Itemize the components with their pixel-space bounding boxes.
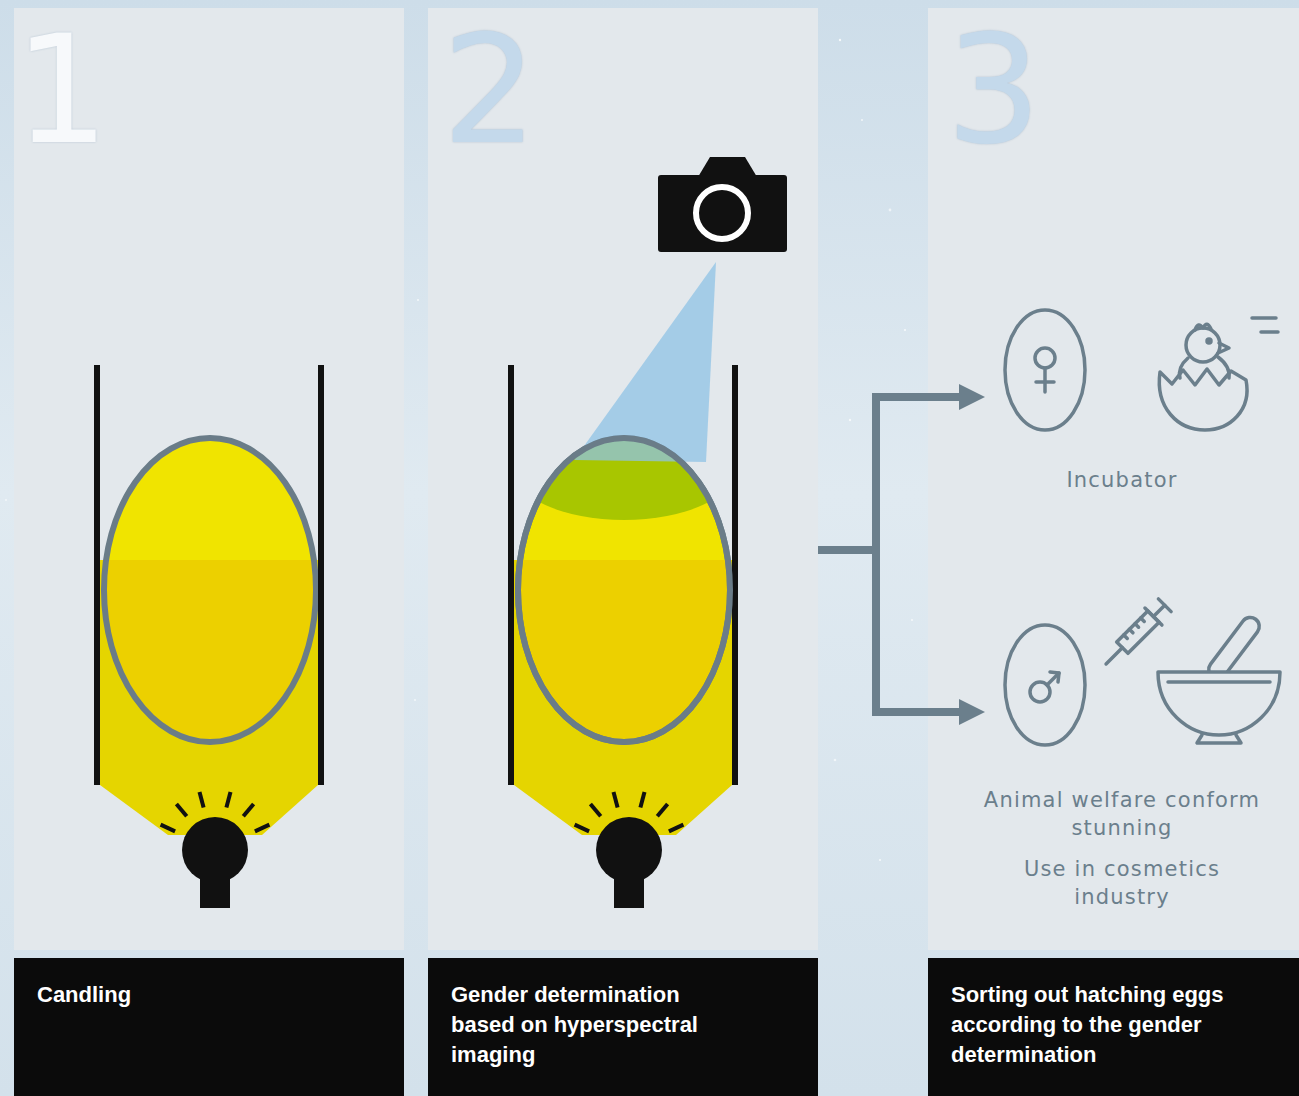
- outcome-label: Use in cosmetics industry: [980, 855, 1265, 911]
- camera-beam: [574, 262, 716, 462]
- syringe-mark: [1129, 629, 1133, 633]
- egg-outline: [518, 438, 730, 742]
- chick-body: [1179, 358, 1188, 378]
- star: [879, 859, 881, 861]
- mortar-base: [1197, 735, 1241, 743]
- female-symbol: [1043, 368, 1047, 392]
- outcome-label: Animal welfare conform stunning: [980, 786, 1265, 842]
- star: [417, 299, 419, 301]
- pestle: [1205, 614, 1263, 682]
- chick-body: [1218, 357, 1229, 378]
- star: [849, 419, 851, 421]
- motion-line: [1252, 316, 1276, 320]
- syringe-mark: [1141, 618, 1145, 622]
- star: [904, 329, 906, 331]
- egg-icon: [1005, 625, 1085, 745]
- star: [839, 39, 841, 41]
- imaged-region: [512, 416, 736, 520]
- syringe-mark: [1124, 635, 1128, 639]
- motion-line: [1261, 330, 1278, 334]
- outcome-group: Incubator: [985, 305, 1259, 500]
- female-symbol: [1035, 348, 1055, 368]
- step-number: 3: [946, 15, 1041, 165]
- camera-lens: [696, 187, 748, 239]
- outcome-label: Incubator: [980, 466, 1265, 494]
- star: [889, 209, 892, 212]
- male-symbol: [1030, 682, 1050, 702]
- star: [861, 119, 863, 121]
- step-caption: Gender determination based on hyperspect…: [451, 980, 743, 1070]
- egg-shell: [1159, 369, 1247, 430]
- male-icons: [1005, 597, 1280, 745]
- female-icons: [1005, 310, 1278, 430]
- star: [834, 759, 837, 762]
- camera-icon: [658, 157, 787, 252]
- star: [414, 699, 416, 701]
- step-number: 2: [442, 15, 537, 165]
- syringe-mark: [1135, 624, 1139, 628]
- step-panel: 1Candling: [14, 8, 404, 1096]
- step-panel: 3Sorting out hatching eggs according to …: [928, 8, 1299, 1096]
- syringe-barrel: [1117, 611, 1159, 653]
- chick-head: [1186, 328, 1220, 362]
- female-symbol: [1036, 380, 1054, 384]
- step-caption: Candling: [37, 980, 329, 1010]
- star: [5, 499, 7, 501]
- candling-apparatus: [97, 365, 321, 908]
- step-number: 1: [14, 15, 109, 165]
- male-symbol: [1047, 673, 1059, 685]
- flow-arrow: [818, 550, 959, 712]
- camera-body: [658, 175, 787, 252]
- syringe-needle: [1106, 648, 1122, 664]
- syringe-plunger: [1153, 605, 1164, 616]
- camera-top: [698, 157, 757, 177]
- imaging-apparatus: [511, 365, 735, 908]
- outcome-group: Animal welfare conform stunningUse in co…: [985, 620, 1259, 910]
- mortar-bowl: [1158, 672, 1280, 735]
- syringe-icon: [1098, 597, 1174, 673]
- pestle-icon: [1205, 614, 1263, 682]
- syringe-plunger: [1158, 599, 1171, 612]
- mortar-rim: [1168, 680, 1270, 684]
- step-caption: Sorting out hatching eggs according to t…: [951, 980, 1243, 1070]
- male-symbol: [1050, 672, 1059, 682]
- connectors: [818, 397, 959, 712]
- egg-icon: [1005, 310, 1085, 430]
- caption-band: [14, 958, 404, 1096]
- step-panel: 2Gender determination based on hyperspec…: [428, 8, 818, 1096]
- chick-comb: [1195, 324, 1211, 330]
- chick-beak: [1218, 343, 1229, 353]
- flow-arrow: [818, 397, 959, 550]
- syringe-flange: [1145, 608, 1162, 625]
- chick-eye: [1207, 339, 1211, 343]
- star: [911, 619, 913, 621]
